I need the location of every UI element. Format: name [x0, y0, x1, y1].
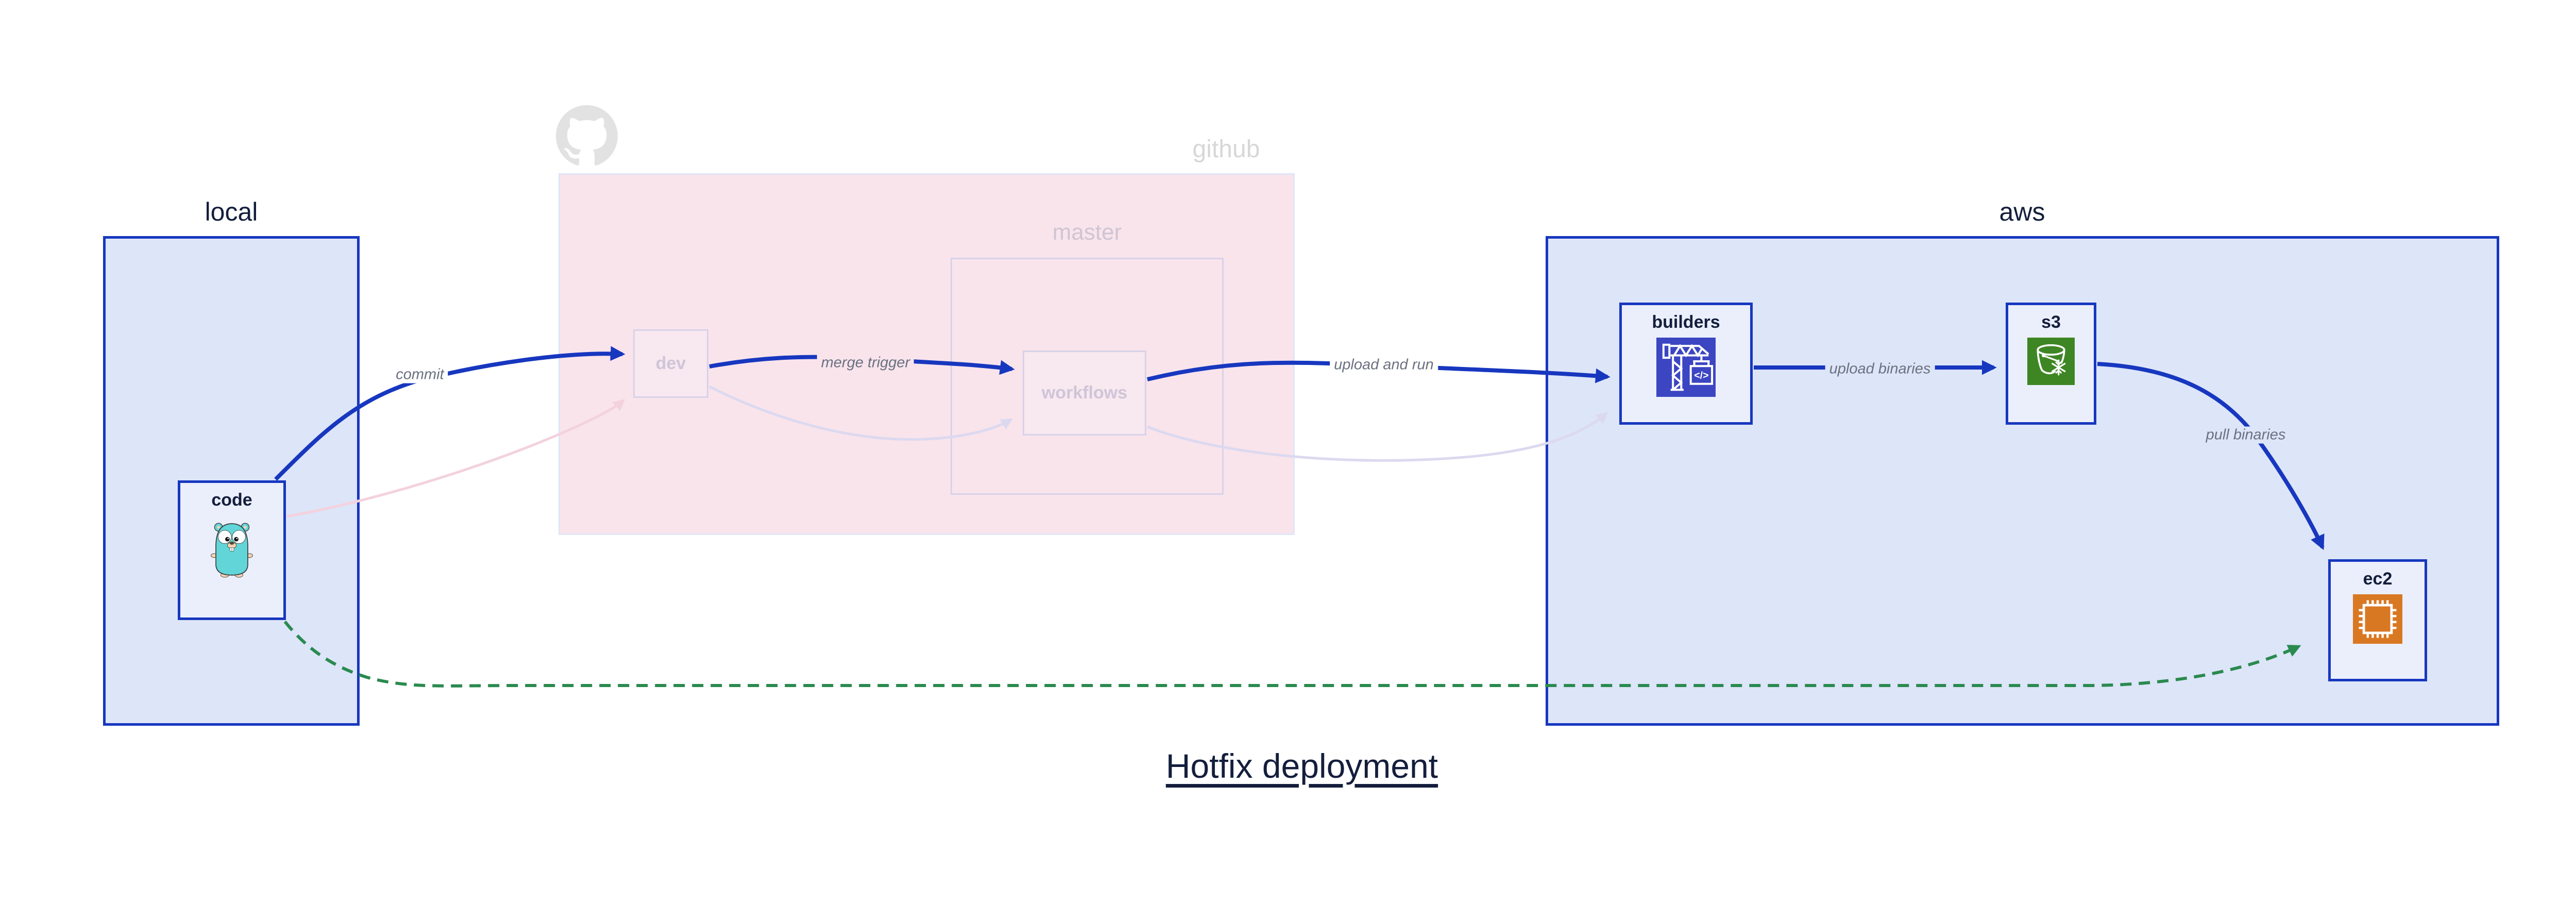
go-gopher-icon: [210, 515, 254, 585]
edge-label-upload-and-run: upload and run: [1330, 356, 1438, 374]
node-label-workflows: workflows: [1041, 383, 1128, 403]
edge-label-upload-binaries: upload binaries: [1825, 360, 1935, 378]
node-label-code: code: [211, 490, 252, 510]
s3-bucket-snowflake-icon: [2027, 338, 2075, 388]
node-s3: s3: [2006, 303, 2096, 425]
edge-label-pull-binaries: pull binaries: [2201, 426, 2290, 444]
codebuild-crane-icon: </>: [1656, 338, 1716, 399]
ec2-chip-icon: [2353, 594, 2402, 646]
diagram-title: Hotfix deployment: [1165, 747, 1438, 785]
node-code: code: [178, 480, 286, 620]
svg-text:</>: </>: [1694, 370, 1708, 381]
region-label-local: local: [205, 197, 258, 226]
node-label-builders: builders: [1652, 312, 1720, 332]
node-workflows: workflows: [1023, 350, 1146, 436]
node-label-dev: dev: [655, 354, 686, 373]
github-octocat-icon: [556, 105, 618, 166]
node-dev-branch: dev: [633, 329, 708, 398]
node-builders: builders </>: [1619, 303, 1753, 425]
node-label-s3: s3: [2041, 312, 2061, 332]
region-label-github: github: [1192, 136, 1260, 163]
edge-label-merge-trigger: merge trigger: [817, 354, 914, 372]
node-label-ec2: ec2: [2363, 569, 2393, 589]
edge-label-commit: commit: [392, 366, 448, 383]
region-label-master: master: [1052, 220, 1122, 245]
node-ec2: ec2: [2328, 559, 2427, 681]
region-label-aws: aws: [1999, 197, 2045, 226]
